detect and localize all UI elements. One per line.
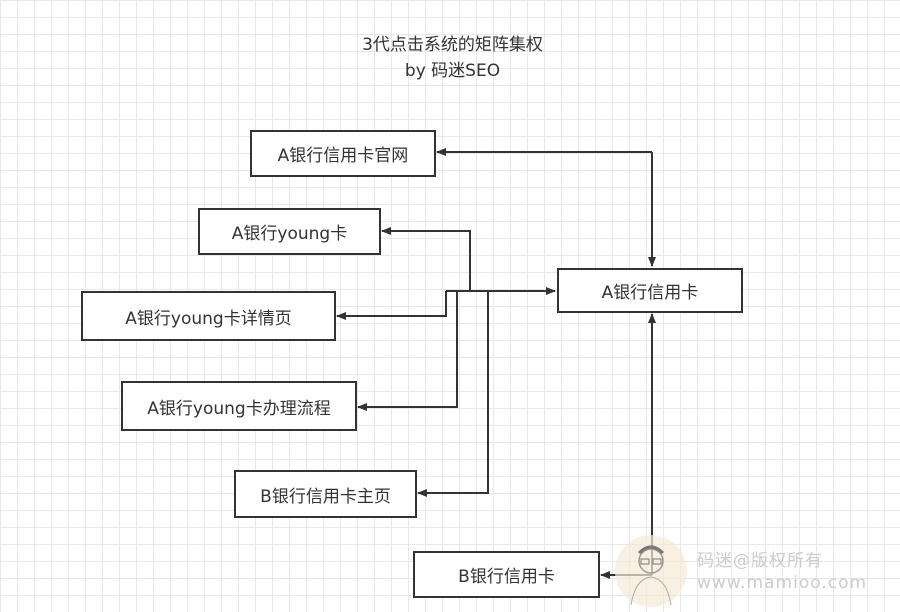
edge-to-b-home <box>417 291 489 497</box>
diagram-subtitle: by 码迷SEO <box>404 61 501 81</box>
node-b-home[interactable]: B银行信用卡主页 <box>234 470 417 518</box>
avatar-face-icon <box>630 545 672 606</box>
watermark-url: www.mamioo.com <box>697 573 868 593</box>
edge-to-young <box>381 227 471 291</box>
edge-to-young-process <box>357 291 458 411</box>
node-b-card[interactable]: B银行信用卡 <box>413 551 600 598</box>
watermark-text: 码迷@版权所有 <box>697 551 823 571</box>
node-a-official[interactable]: A银行信用卡官网 <box>250 130 436 177</box>
watermark-avatar-icon <box>615 535 687 607</box>
node-a-young-process[interactable]: A银行young卡办理流程 <box>121 381 357 431</box>
diagram-title: 3代点击系统的矩阵集权 <box>362 35 543 55</box>
node-a-card[interactable]: A银行信用卡 <box>557 268 743 313</box>
node-a-young[interactable]: A银行young卡 <box>198 208 381 255</box>
edge-to-young-detail <box>336 291 447 320</box>
node-a-young-detail[interactable]: A银行young卡详情页 <box>81 291 336 341</box>
